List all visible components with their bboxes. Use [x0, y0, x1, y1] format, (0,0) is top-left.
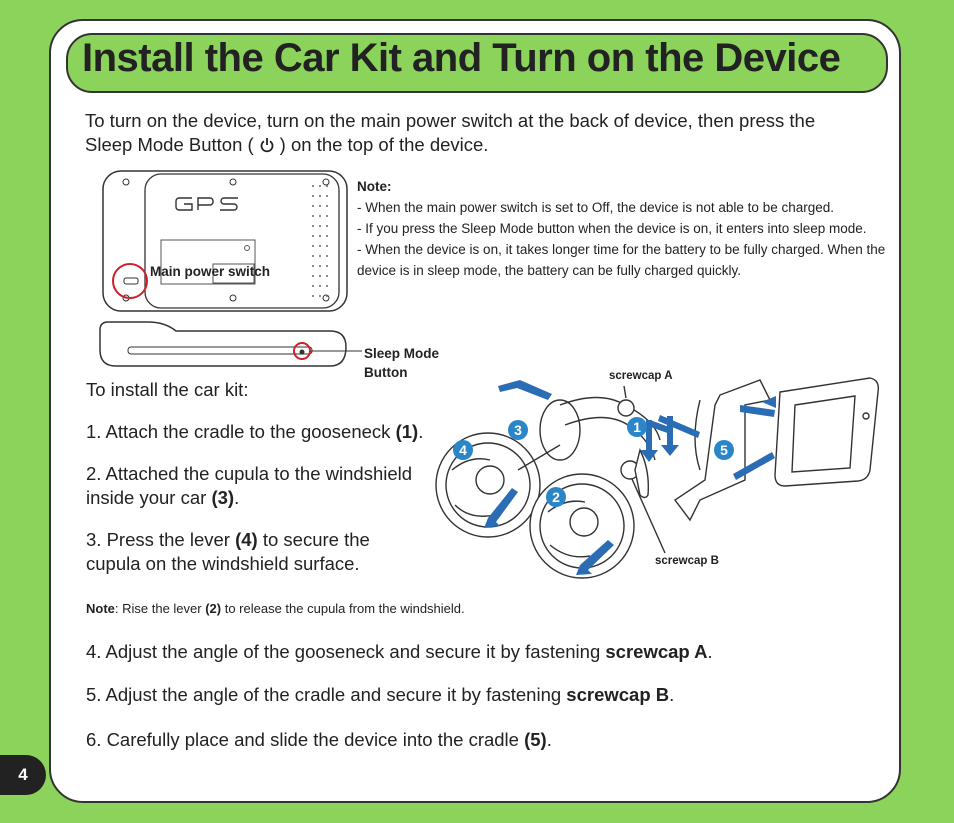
note-line-1: - When the main power switch is set to O…	[357, 200, 834, 215]
marker-4: 4	[453, 440, 473, 460]
screw-icon	[322, 294, 330, 302]
arrow-icon	[640, 420, 658, 462]
step-ref: (1)	[395, 421, 419, 442]
step-end: to secure the cupula on the windshield s…	[86, 529, 370, 574]
install-step-1: 1. Attach the cradle to the gooseneck (1…	[86, 420, 436, 444]
page-title: Install the Car Kit and Turn on the Devi…	[82, 36, 841, 80]
release-note-label: Note	[86, 601, 115, 616]
install-step-4: 4. Adjust the angle of the gooseneck and…	[86, 641, 713, 663]
step-ref: (5)	[524, 729, 547, 750]
step-ref: screwcap A	[605, 641, 708, 662]
step-text: 4. Adjust the angle of the gooseneck and…	[86, 641, 606, 662]
install-step-6: 6. Carefully place and slide the device …	[86, 729, 552, 751]
main-power-switch-label: Main power switch	[150, 264, 271, 279]
screw-icon	[322, 178, 330, 186]
note-box: Note: - When the main power switch is se…	[357, 176, 887, 281]
power-switch-icon	[123, 277, 139, 285]
intro-text-end: ) on the top of the device.	[279, 134, 489, 155]
marker-2: 2	[546, 487, 566, 507]
install-step-3: 3. Press the lever (4) to secure the cup…	[86, 528, 386, 576]
suction-cup-icon	[529, 473, 635, 579]
screwcap-a-icon	[617, 399, 635, 417]
screwcap-a-label: screwcap A	[609, 370, 673, 382]
step-end: .	[234, 487, 240, 508]
note-heading: Note:	[357, 179, 392, 194]
arrow-icon	[661, 416, 679, 456]
arrow-icon	[576, 540, 614, 575]
step-text: 3. Press the lever	[86, 529, 236, 550]
install-heading: To install the car kit:	[86, 379, 249, 400]
step-text: 6. Carefully place and slide the device …	[86, 729, 525, 750]
marker-5: 5	[714, 440, 734, 460]
arrow-icon	[498, 380, 552, 400]
arrow-icon	[648, 420, 672, 434]
marker-1: 1	[627, 417, 647, 437]
sleep-mode-label: Sleep Mode Button	[364, 344, 439, 382]
sleep-mode-label-line2: Button	[364, 365, 408, 380]
release-note-ref: (2)	[205, 601, 222, 616]
release-note-text-end: to release the cupula from the windshiel…	[221, 601, 465, 616]
screw-icon	[229, 294, 237, 302]
gps-logo-icon	[175, 197, 238, 211]
highlight-circle-power	[112, 263, 148, 299]
install-step-2: 2. Attached the cupula to the windshield…	[86, 462, 426, 510]
step-text: 1. Attach the cradle to the gooseneck	[86, 421, 396, 442]
arrow-icon	[484, 488, 518, 528]
device-top-view	[99, 321, 347, 367]
release-note: Note: Rise the lever (2) to release the …	[86, 601, 465, 616]
device-back-inner	[144, 173, 340, 309]
marker-3: 3	[508, 420, 528, 440]
sleep-mode-label-line1: Sleep Mode	[364, 346, 440, 361]
intro-paragraph: To turn on the device, turn on the main …	[85, 109, 845, 157]
step-text: 5. Adjust the angle of the cradle and se…	[86, 684, 567, 705]
gps-device-icon	[774, 377, 880, 487]
intro-text-start: To turn on the device, turn on the main …	[85, 110, 816, 155]
step-ref: (3)	[211, 487, 235, 508]
screw-icon	[122, 178, 130, 186]
install-steps: To install the car kit: 1. Attach the cr…	[86, 378, 436, 594]
note-line-2: - If you press the Sleep Mode button whe…	[357, 221, 867, 236]
step-ref: screwcap B	[566, 684, 670, 705]
power-icon	[260, 138, 274, 153]
step-end: .	[707, 641, 713, 662]
arrow-icon	[740, 405, 775, 417]
step-end: .	[669, 684, 675, 705]
install-step-5: 5. Adjust the angle of the cradle and se…	[86, 684, 674, 706]
label-plate	[160, 239, 256, 285]
step-end: .	[546, 729, 552, 750]
screwcap-b-label: screwcap B	[655, 555, 719, 567]
note-line-3: - When the device is on, it takes longer…	[357, 242, 886, 278]
release-note-text: : Rise the lever	[114, 601, 206, 616]
screw-icon	[229, 178, 237, 186]
step-ref: (4)	[235, 529, 258, 550]
step-end: .	[418, 421, 424, 442]
page-number: 4	[0, 755, 46, 795]
cupula-mount	[539, 399, 581, 461]
sleep-button-icon	[299, 349, 305, 355]
step-text: 2. Attached the cupula to the windshield…	[86, 463, 413, 508]
title-bar	[66, 33, 888, 93]
